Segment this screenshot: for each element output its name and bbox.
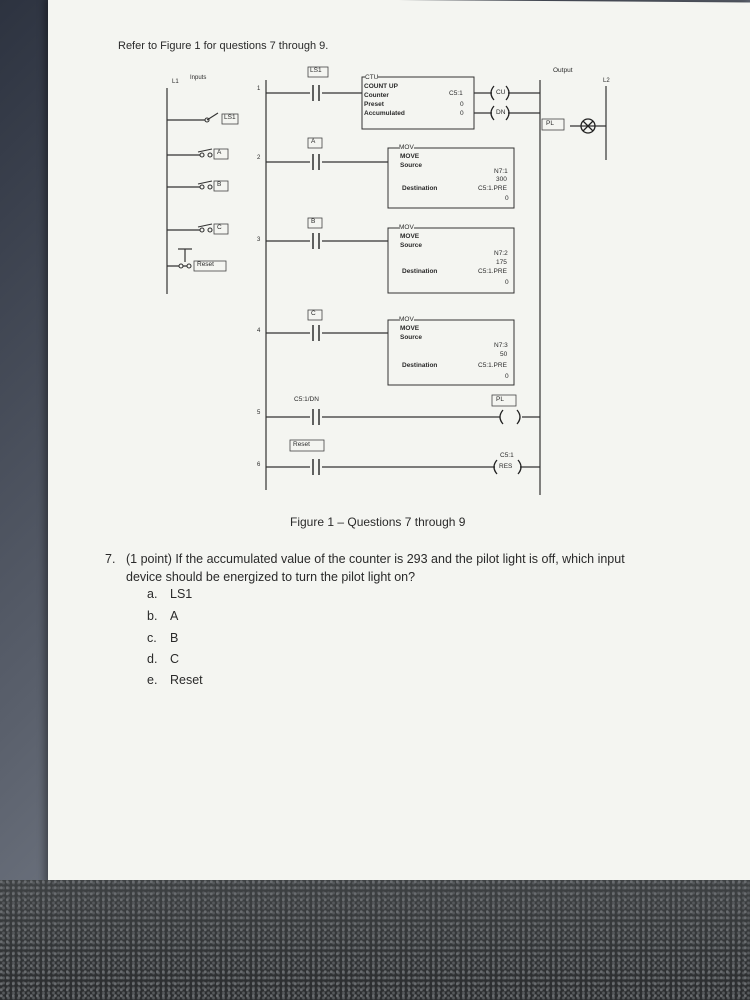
- mov-dest-value: 0: [505, 279, 509, 286]
- rung-number: 6: [257, 462, 261, 468]
- ctu-value: 0: [460, 101, 464, 108]
- input-tag-reset: Reset: [197, 261, 214, 268]
- mov-title: MOV: [399, 224, 414, 231]
- input-tag-a: A: [217, 149, 222, 156]
- ctu-value: C5:1: [449, 90, 463, 97]
- mov-source: N7:2: [494, 250, 508, 257]
- coil-label: CU: [496, 89, 506, 96]
- contact-tag: Reset: [293, 441, 310, 448]
- mov-source: N7:3: [494, 342, 508, 349]
- contact-tag: C5:1/DN: [294, 396, 319, 403]
- mov-source-value: 300: [496, 176, 507, 183]
- mov-source-value: 175: [496, 259, 507, 266]
- ctu-title: CTU: [365, 74, 379, 81]
- coil-tag: PL: [496, 396, 504, 403]
- option-text: B: [170, 631, 179, 645]
- output-tag: PL: [546, 120, 554, 127]
- contact-tag: LS1: [310, 67, 322, 74]
- output-label: Output: [553, 67, 573, 74]
- option-text: LS1: [170, 587, 193, 601]
- mov-title: MOV: [399, 144, 414, 151]
- mov-dest-label: Destination: [402, 362, 438, 369]
- option-text: Reset: [170, 673, 203, 687]
- mov-dest: C5:1.PRE: [478, 185, 507, 192]
- mov-dest: C5:1.PRE: [478, 362, 507, 369]
- option-letter: b.: [147, 609, 158, 623]
- contact-tag: A: [311, 138, 316, 145]
- figure-caption: Figure 1 – Questions 7 through 9: [290, 515, 466, 529]
- contact-tag: C: [311, 310, 316, 317]
- mov-name: MOVE: [400, 325, 420, 332]
- rung-number: 4: [257, 328, 261, 334]
- mov-dest-value: 0: [505, 195, 509, 202]
- rung-number: 5: [257, 410, 261, 416]
- ctu-line: Accumulated: [364, 110, 405, 117]
- l2-label: L2: [603, 78, 610, 84]
- mov-dest-value: 0: [505, 373, 509, 380]
- option-letter: e.: [147, 673, 158, 687]
- option-letter: d.: [147, 652, 158, 666]
- mov-source: N7:1: [494, 168, 508, 175]
- fabric-surface: [0, 880, 750, 1000]
- ctu-line: Counter: [364, 92, 389, 99]
- ctu-line: COUNT UP: [364, 83, 398, 90]
- header-text: Refer to Figure 1 for questions 7 throug…: [118, 40, 329, 52]
- rung-number: 3: [257, 237, 261, 243]
- coil-tag: C5:1: [500, 452, 514, 459]
- question-text: device should be energized to turn the p…: [126, 570, 416, 584]
- coil-label: DN: [496, 109, 506, 116]
- option-text: C: [170, 652, 180, 666]
- mov-source-label: Source: [400, 162, 423, 169]
- mov-source-value: 50: [500, 351, 508, 358]
- rung-number: 2: [257, 155, 261, 161]
- l1-label: L1: [172, 79, 179, 85]
- mov-source-label: Source: [400, 334, 423, 341]
- mov-dest-label: Destination: [402, 185, 438, 192]
- mov-dest-label: Destination: [402, 268, 438, 275]
- contact-tag: B: [311, 218, 316, 225]
- input-tag-ls1: LS1: [224, 114, 236, 121]
- question-text: (1 point) If the accumulated value of th…: [126, 552, 625, 566]
- pilot-light-icon: [580, 118, 596, 134]
- mov-name: MOVE: [400, 153, 420, 160]
- option-letter: c.: [147, 631, 157, 645]
- ctu-value: 0: [460, 110, 464, 117]
- mov-source-label: Source: [400, 242, 423, 249]
- option-text: A: [170, 609, 179, 623]
- mov-name: MOVE: [400, 233, 420, 240]
- coil-label: RES: [499, 463, 513, 470]
- inputs-label: Inputs: [190, 75, 207, 81]
- mov-dest: C5:1.PRE: [478, 268, 507, 275]
- mov-title: MOV: [399, 316, 414, 323]
- input-tag-c: C: [217, 224, 222, 231]
- question-number: 7.: [105, 552, 116, 566]
- rung-number: 1: [257, 86, 261, 92]
- input-tag-b: B: [217, 181, 222, 188]
- ctu-line: Preset: [364, 101, 384, 108]
- option-letter: a.: [147, 587, 158, 601]
